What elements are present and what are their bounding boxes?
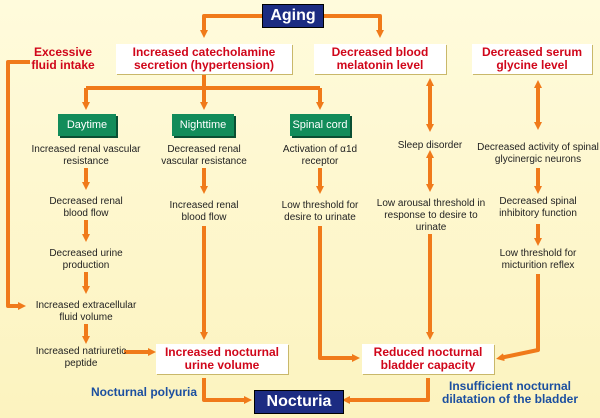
- arrow-volume-nocturia: [202, 378, 252, 404]
- step-sleep-disorder: Sleep disorder: [397, 140, 463, 151]
- label-nocturnal-polyuria: Nocturnal polyuria: [90, 385, 197, 399]
- nocturia-title: Nocturia: [254, 390, 344, 414]
- step-low-threshold-desire: Low threshold for desire to urinate: [281, 200, 359, 223]
- step-low-arousal-threshold: Low arousal threshold in response to des…: [376, 198, 486, 233]
- cause-melatonin: Decreased blood melatonin level: [314, 44, 446, 74]
- branch-spinal-cord: Spinal cord: [290, 114, 350, 136]
- arrow-aging-melatonin: [322, 14, 384, 38]
- outcome-nocturnal-urine-volume: Increased nocturnal urine volume: [156, 344, 288, 374]
- arrow-spinal-2: [318, 226, 360, 362]
- step-increased-renal-blood-flow: Increased renal blood flow: [169, 200, 239, 223]
- cause-glycine: Decreased serum glycine level: [472, 44, 592, 74]
- step-activation-alpha1d: Activation of α1d receptor: [282, 144, 358, 167]
- cause-catecholamine: Increased catecholamine secretion (hyper…: [116, 44, 292, 74]
- step-decreased-glycinergic-activity: Decreased activity of spinal glycinergic…: [477, 142, 599, 165]
- step-decreased-spinal-inhibition: Decreased spinal inhibitory function: [499, 196, 577, 219]
- arrow-capacity-nocturia: [342, 378, 430, 404]
- outcome-bladder-capacity: Reduced nocturnal bladder capacity: [362, 344, 494, 374]
- branch-daytime: Daytime: [58, 114, 116, 136]
- cause-fluid-intake: Excessive fluid intake: [31, 45, 95, 72]
- step-decreased-renal-vascular-resistance: Decreased renal vascular resistance: [161, 144, 247, 167]
- step-increased-ecf-volume: Increased extracellular fluid volume: [35, 300, 137, 323]
- step-low-threshold-micturition: Low threshold for micturition reflex: [499, 248, 577, 271]
- branch-nighttime: Nighttime: [172, 114, 234, 136]
- step-increased-renal-vascular-resistance: Increased renal vascular resistance: [31, 144, 141, 167]
- arrow-aging-catecholamine: [200, 14, 262, 38]
- arrow-fluid-ecf: [6, 60, 30, 310]
- label-insufficient-dilatation: Insufficient nocturnal dilatation of the…: [441, 379, 578, 406]
- step-decreased-renal-blood-flow: Decreased renal blood flow: [49, 196, 123, 219]
- step-decreased-urine-production: Decreased urine production: [49, 248, 123, 271]
- step-increased-natriuretic-peptide: Increased natriuretic peptide: [35, 346, 127, 369]
- arrow-glycine-4: [496, 274, 540, 362]
- aging-title: Aging: [262, 4, 324, 28]
